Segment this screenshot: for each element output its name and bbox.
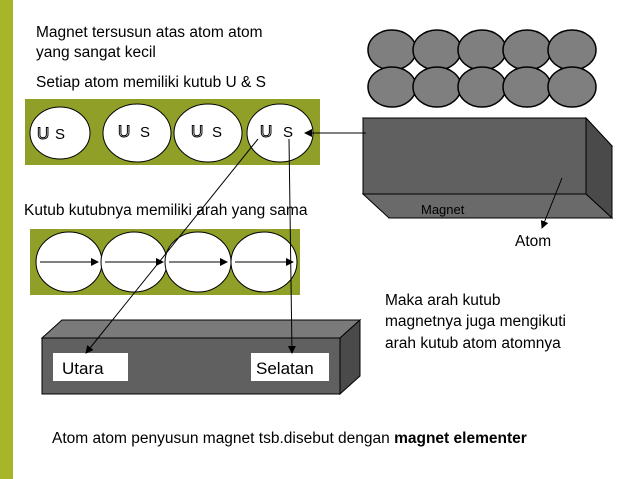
south-pole-label: S	[283, 124, 293, 141]
magnet-front-face	[362, 117, 587, 195]
same-direction-caption: Kutub kutubnya memiliki arah yang sama	[24, 202, 308, 219]
magnet-bottom-face	[361, 193, 614, 219]
sidebar-accent-bar	[0, 0, 13, 479]
atom-pointer-arrow	[540, 177, 563, 229]
conclusion-line-1: Maka arah kutub	[385, 292, 501, 309]
grid-atom	[547, 29, 597, 71]
us-atoms	[29, 103, 314, 163]
conclusion-line-3: arah kutub atom atomnya	[385, 335, 561, 352]
us-atom	[29, 106, 91, 160]
conclusion-line-2: magnetnya juga mengikuti	[385, 313, 566, 330]
intro-line-3: Setiap atom memiliki kutub U & S	[36, 74, 267, 91]
south-projection-arrow	[287, 138, 296, 354]
grid-atom	[412, 66, 462, 108]
south-pole-label: S	[140, 124, 150, 141]
south-pole-label: S	[55, 126, 65, 143]
north-label-box	[53, 353, 128, 381]
grid-atom	[457, 29, 507, 71]
grid-atom	[502, 29, 552, 71]
atom-label: Atom	[515, 233, 552, 250]
bottom-magnet-top	[40, 319, 362, 339]
us-atom	[102, 103, 172, 163]
north-projection-arrow	[85, 138, 259, 354]
magnet-block-3d	[361, 116, 614, 220]
grid-atom	[547, 66, 597, 108]
north-pole-label: U	[37, 124, 49, 143]
north-label: Utara	[62, 359, 104, 378]
south-label-box	[251, 353, 329, 381]
grid-atom	[367, 29, 417, 71]
grid-atom	[502, 66, 552, 108]
atom-grid	[367, 29, 597, 108]
south-label: Selatan	[256, 359, 314, 378]
north-pole-label: U	[118, 122, 130, 141]
footer-prefix: Atom atom penyusun magnet tsb.disebut de…	[52, 430, 395, 447]
magnet-label: Magnet	[421, 202, 465, 217]
intro-line-2: yang sangat kecil	[36, 44, 156, 61]
us-atom	[173, 103, 243, 163]
north-pole-label: U	[191, 122, 203, 141]
intro-line-1: Magnet tersusun atas atom atom	[36, 24, 263, 41]
grid-atom	[367, 66, 417, 108]
footer-bold-term: magnet elementer	[394, 430, 527, 447]
south-pole-label: S	[212, 124, 222, 141]
grid-atom	[457, 66, 507, 108]
north-pole-label: U	[260, 122, 272, 141]
grid-atom	[412, 29, 462, 71]
us-atom-labels: U S U S U S U S	[37, 122, 294, 144]
us-atom	[246, 103, 314, 163]
footer-caption: Atom atom penyusun magnet tsb.disebut de…	[52, 430, 527, 448]
